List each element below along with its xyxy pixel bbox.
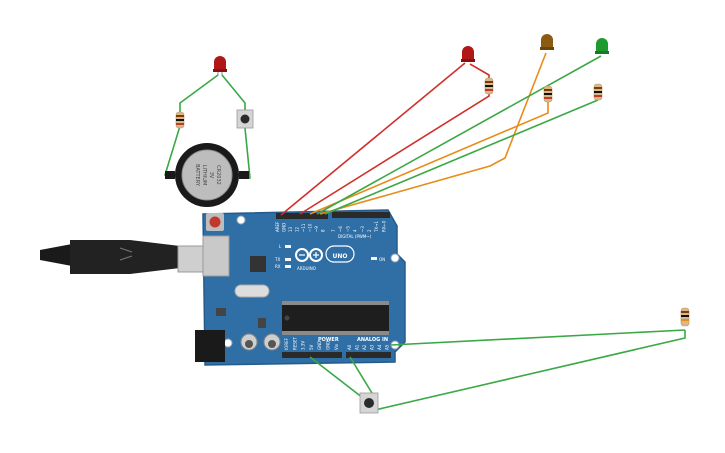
pin-label: RX←0: [381, 220, 386, 232]
battery-label: CR2032 3V LITHIUM BATTERY: [194, 164, 221, 187]
label-on: ON: [379, 257, 385, 262]
pin-label: 8: [321, 229, 326, 232]
pin-label: Vin: [334, 343, 339, 350]
pin-label: RESET: [292, 337, 297, 350]
push-button-top[interactable]: [236, 109, 254, 129]
board-model: UNO: [333, 253, 348, 260]
label-l: L: [279, 244, 282, 249]
wires: [164, 52, 686, 411]
pin-label: GND: [282, 223, 287, 232]
led-tx: [285, 258, 291, 261]
pin-label: GND: [326, 341, 331, 350]
led-on: [371, 257, 377, 260]
led-red-left[interactable]: [213, 56, 227, 76]
usb-chip: [250, 256, 266, 272]
analog-header-label: ANALOG IN: [357, 337, 388, 343]
wire-orange-resistor-amber[interactable]: [309, 100, 549, 215]
led-l: [285, 245, 291, 248]
pin-label: 13: [288, 226, 293, 232]
resistor-left[interactable]: [175, 111, 185, 129]
power-header: [282, 352, 342, 358]
pin-label: TX→1: [374, 220, 379, 233]
pin-label: A1: [355, 344, 360, 350]
pin-label: 2: [367, 229, 372, 232]
arduino-logo: [295, 245, 355, 263]
battery-line-2: 3V: [208, 172, 214, 179]
reset-button[interactable]: [209, 216, 221, 228]
pin-label: ~11: [301, 223, 306, 232]
board-brand: ARDUINO: [297, 266, 316, 271]
wire-green-left-led[interactable]: [179, 74, 219, 112]
pin-label: 4: [353, 229, 358, 232]
pin-label: ~6: [338, 226, 343, 232]
led-green[interactable]: [595, 38, 609, 54]
crystal-oscillator: [234, 284, 270, 298]
battery-line-1: CR2032: [215, 165, 221, 185]
wire-red-resistor[interactable]: [299, 63, 490, 215]
wire-green-a0-button[interactable]: [349, 356, 376, 399]
pin-label: ~5: [345, 226, 350, 232]
regulator: [216, 308, 226, 316]
wire-green-left-led-button[interactable]: [221, 74, 246, 112]
battery-line-3: LITHIUM: [201, 165, 207, 186]
pin-label: 5V: [309, 344, 314, 350]
pin-label: A4: [377, 344, 382, 350]
pin-label: AREF: [275, 221, 280, 232]
mount-hole: [223, 338, 233, 348]
digital-header-right: [332, 212, 390, 218]
label-tx: TX: [274, 257, 280, 262]
usb-cable[interactable]: [40, 240, 219, 274]
led-amber[interactable]: [540, 34, 554, 50]
led-red-right[interactable]: [461, 46, 475, 62]
wire-green-led-green[interactable]: [316, 55, 602, 215]
resistor-amber[interactable]: [543, 85, 553, 103]
wire-green-button-battery[interactable]: [242, 127, 251, 179]
digital-header-left: [276, 213, 328, 219]
pin-label: 7: [331, 229, 336, 232]
power-jack: [195, 330, 225, 362]
pin-label: 12: [295, 226, 300, 232]
resistor-red[interactable]: [484, 77, 494, 95]
wire-green-5v-button[interactable]: [309, 356, 364, 399]
pin-label: GND: [317, 341, 322, 350]
pin-label: A0: [347, 344, 352, 350]
arduino-board[interactable]: L TX RX ON UNO ARDUINO DIGITAL (PWM~) PO…: [195, 209, 406, 366]
wire-green-resistor-button[interactable]: [374, 330, 686, 411]
pin-label: A5: [385, 344, 390, 350]
usb-jack: [202, 235, 230, 277]
analog-header: [346, 352, 391, 358]
label-rx: RX: [275, 264, 281, 269]
push-button-bottom[interactable]: [359, 392, 379, 414]
pin-label: 3.3V: [301, 341, 306, 350]
wire-green-analog-resistor[interactable]: [390, 329, 686, 346]
resistor-green[interactable]: [593, 83, 603, 101]
resistor-bottom-right[interactable]: [680, 307, 690, 327]
pin-label: ~3: [360, 226, 365, 232]
small-component: [258, 318, 266, 328]
digital-header-label: DIGITAL (PWM~): [338, 234, 372, 239]
battery-line-4: BATTERY: [194, 164, 200, 187]
coin-cell-battery[interactable]: CR2032 3V LITHIUM BATTERY: [165, 143, 249, 207]
led-rx: [285, 265, 291, 268]
wire-red-pin12[interactable]: [280, 62, 466, 216]
atmega-chip: [282, 305, 389, 331]
pin-label: ~9: [314, 226, 319, 232]
wire-orange-led-amber[interactable]: [319, 52, 547, 215]
pin-label: ~10: [308, 223, 313, 232]
power-header-label: POWER: [318, 337, 339, 343]
wire-green-resistor-green[interactable]: [324, 99, 599, 215]
mount-hole: [390, 253, 400, 263]
pin-label: IOREF: [284, 337, 289, 350]
mount-hole: [236, 215, 246, 225]
pin-label: A3: [370, 344, 375, 350]
pin-label: A2: [362, 344, 367, 350]
